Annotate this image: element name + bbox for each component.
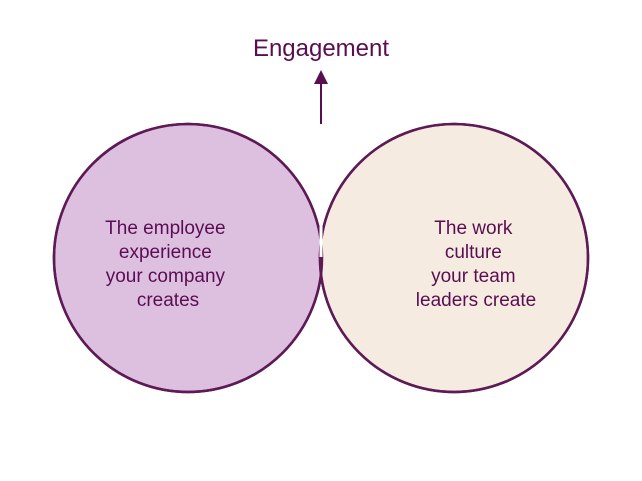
diagram-title: Engagement [253,35,389,62]
left-line-1: The employee [105,218,225,239]
left-line-2: experience [119,242,212,263]
left-circle-outline [52,122,324,394]
right-line-3: your team [431,266,515,287]
arrowhead-icon [314,70,328,84]
left-line-3: your company [106,266,226,287]
right-line-2: culture [445,242,502,263]
right-line-1: The work [434,218,513,239]
right-circle-text: The work culture your team leaders creat… [416,218,536,311]
right-line-4: leaders create [416,290,536,311]
left-circle-text: The employee experience your company cre… [105,218,231,311]
left-line-4: creates [137,290,199,311]
right-circle-outline [318,122,590,394]
